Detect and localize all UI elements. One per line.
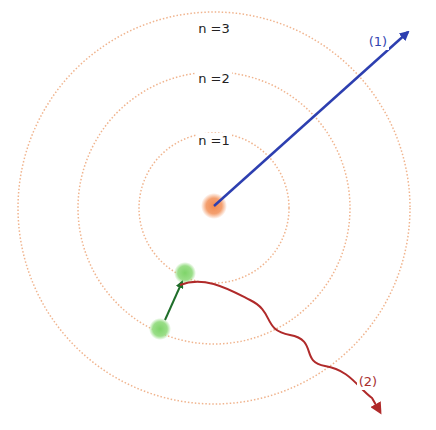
callout-number: (2) [357,374,379,390]
photon-wave [180,282,380,412]
ejected-electron-arrow [214,32,408,206]
transition-arrow [165,282,182,320]
orbit-1 [139,133,289,283]
electron-lower [149,318,171,340]
orbit-label: n =2 [196,71,232,87]
electron-upper [174,262,196,284]
orbit-3 [18,12,410,404]
orbit-label: n =1 [196,133,232,149]
orbit-2 [78,72,350,344]
orbit-label: n =3 [196,21,232,37]
callout-number: (1) [367,34,389,50]
